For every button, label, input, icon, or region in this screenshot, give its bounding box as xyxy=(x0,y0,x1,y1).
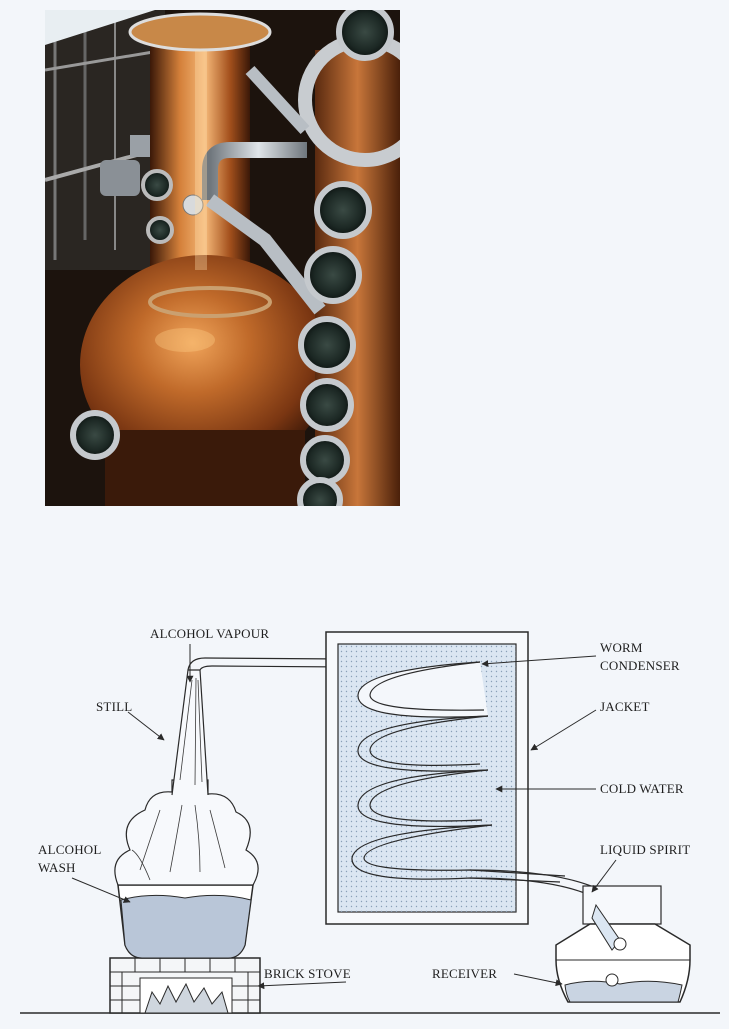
label-receiver: RECEIVER xyxy=(432,966,563,987)
worm-label-line1: WORM xyxy=(600,640,643,655)
jacket-label: JACKET xyxy=(600,699,650,714)
receiver-label: RECEIVER xyxy=(432,966,497,981)
label-jacket: JACKET xyxy=(530,699,650,751)
alcohol-vapour-label: ALCOHOL VAPOUR xyxy=(150,626,269,641)
copper-still-illustration xyxy=(45,10,400,506)
worm-coil xyxy=(351,661,566,883)
liquid-spirit-fill xyxy=(564,980,683,1003)
fire-flames xyxy=(144,982,229,1014)
still-label: STILL xyxy=(96,699,132,714)
label-alcohol-wash: ALCOHOL WASH xyxy=(38,842,131,903)
distillation-diagram: ALCOHOL VAPOUR STILL ALCOHOL WASH BRICK … xyxy=(0,600,729,1024)
cold-water-label: COLD WATER xyxy=(600,781,684,796)
vapour-pipe xyxy=(187,657,491,671)
receiver-vessel xyxy=(555,885,691,1003)
alcohol-wash-liquid xyxy=(120,894,252,959)
label-alcohol-vapour: ALCOHOL VAPOUR xyxy=(150,626,269,683)
liquid-spirit-label: LIQUID SPIRIT xyxy=(600,842,690,857)
worm-label-line2: CONDENSER xyxy=(600,658,680,673)
label-liquid-spirit: LIQUID SPIRIT xyxy=(591,842,690,893)
label-brick-stove: BRICK STOVE xyxy=(257,966,351,990)
label-worm-condenser: WORM CONDENSER xyxy=(481,640,680,673)
copper-still-photo xyxy=(45,10,400,506)
brick-stove-label: BRICK STOVE xyxy=(264,966,351,981)
brick-stove xyxy=(109,957,261,1014)
alcohol-wash-label-line1: ALCOHOL xyxy=(38,842,102,857)
still-pot xyxy=(114,669,259,959)
label-still: STILL xyxy=(96,699,165,741)
alcohol-wash-label-line2: WASH xyxy=(38,860,76,875)
vapour-cloud xyxy=(114,779,259,886)
sight-glasses xyxy=(70,10,394,506)
distillation-diagram-svg: ALCOHOL VAPOUR STILL ALCOHOL WASH BRICK … xyxy=(20,626,720,1014)
label-cold-water: COLD WATER xyxy=(495,781,684,796)
